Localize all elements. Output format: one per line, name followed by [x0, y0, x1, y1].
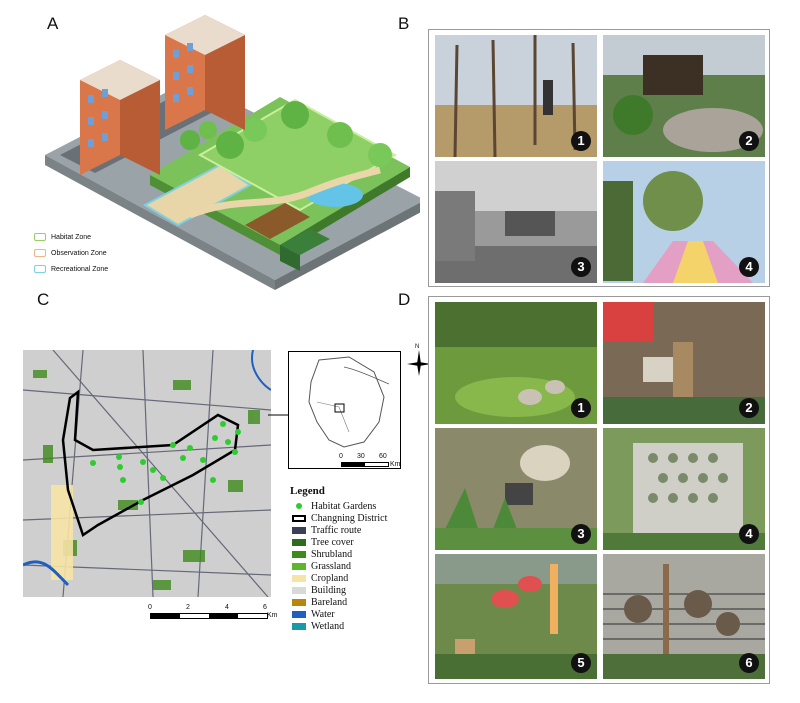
habitat-zone-swatch: [34, 233, 46, 241]
zone-label: Recreational Zone: [51, 265, 109, 273]
legend-label: Building: [311, 584, 347, 596]
zone-key-observation: Observation Zone: [34, 249, 107, 257]
main-scale-tick: 4: [225, 604, 229, 611]
legend-item-wetland: Wetland: [290, 620, 387, 632]
photo-number-badge: 6: [739, 653, 759, 673]
habitat-garden-dot-icon: [296, 503, 302, 509]
legend-swatch: [292, 586, 306, 594]
zone-key-recreational: Recreational Zone: [34, 265, 108, 273]
legend-swatch: [292, 598, 306, 606]
legend-item-water: Water: [290, 608, 387, 620]
photo-number-badge: 3: [571, 524, 591, 544]
legend-label: Bareland: [311, 596, 348, 608]
photo-number-badge: 2: [739, 131, 759, 151]
legend-label: Changning District: [311, 512, 388, 524]
photo-number-badge: 5: [571, 653, 591, 673]
legend-item-shrubland: Shrubland: [290, 548, 387, 560]
legend-item-bareland: Bareland: [290, 596, 387, 608]
legend-swatch: [292, 526, 306, 534]
inset-location-map: 0 30 60 Km: [288, 351, 401, 469]
legend-label: Cropland: [311, 572, 349, 584]
legend-swatch: [292, 574, 306, 582]
inset-scale-bar: [341, 462, 389, 467]
legend-label: Habitat Gardens: [311, 500, 377, 512]
inset-scale-tick: 0: [339, 453, 343, 460]
zone-label: Habitat Zone: [51, 233, 92, 241]
legend-swatch: [292, 622, 306, 630]
main-scale-unit: Km: [267, 612, 278, 619]
photo-d4: 4: [603, 428, 765, 550]
legend-item-traffic: Traffic route: [290, 524, 387, 536]
photo-d1: 1: [435, 302, 597, 424]
recreational-zone-swatch: [34, 265, 46, 273]
legend-swatch: [292, 562, 306, 570]
photo-d3: 3: [435, 428, 597, 550]
photo-number-badge: 1: [571, 131, 591, 151]
legend-label: Water: [311, 608, 335, 620]
legend-item-district: Changning District: [290, 512, 387, 524]
panel-label-c: C: [37, 290, 50, 309]
photo-number-badge: 4: [739, 257, 759, 277]
legend-item-cropland: Cropland: [290, 572, 387, 584]
isometric-garden-illustration: [45, 15, 420, 290]
photo-b4: 4: [603, 161, 765, 283]
north-arrow-icon: N: [407, 344, 431, 376]
north-label: N: [415, 344, 420, 350]
photo-number-badge: 1: [571, 398, 591, 418]
legend-swatch: [292, 538, 306, 546]
legend-item-building: Building: [290, 584, 387, 596]
map-legend: Legend Habitat Gardens Changning Distric…: [290, 485, 387, 632]
panel-label-a: A: [47, 14, 59, 33]
legend-title: Legend: [290, 485, 325, 497]
legend-label: Shrubland: [311, 548, 353, 560]
photo-b3: 3: [435, 161, 597, 283]
legend-item-grassland: Grassland: [290, 560, 387, 572]
legend-item-habitat-gardens: Habitat Gardens: [290, 500, 387, 512]
zone-key-habitat: Habitat Zone: [34, 233, 91, 241]
zone-label: Observation Zone: [51, 249, 107, 257]
main-scale-bar: [150, 613, 268, 619]
photo-d2: 2: [603, 302, 765, 424]
changning-landcover-map: [23, 350, 271, 597]
panel-b-frame: 1 2 3 4: [428, 29, 770, 287]
photo-b2: 2: [603, 35, 765, 157]
legend-label: Grassland: [311, 560, 351, 572]
legend-label: Traffic route: [311, 524, 362, 536]
observation-zone-swatch: [34, 249, 46, 257]
photo-number-badge: 2: [739, 398, 759, 418]
inset-scale-unit: Km: [390, 461, 401, 468]
main-scale-tick: 2: [186, 604, 190, 611]
main-scale-tick: 6: [263, 604, 267, 611]
photo-b1: 1: [435, 35, 597, 157]
photo-number-badge: 3: [571, 257, 591, 277]
legend-label: Tree cover: [311, 536, 354, 548]
legend-swatch: [292, 514, 306, 522]
panel-label-b: B: [398, 14, 410, 33]
photo-number-badge: 4: [739, 524, 759, 544]
legend-label: Wetland: [311, 620, 345, 632]
inset-scale-tick: 60: [379, 453, 387, 460]
legend-swatch: [292, 610, 306, 618]
photo-d6: 6: [603, 554, 765, 679]
main-scale-tick: 0: [148, 604, 152, 611]
legend-item-tree-cover: Tree cover: [290, 536, 387, 548]
photo-d5: 5: [435, 554, 597, 679]
panel-label-d: D: [398, 290, 411, 309]
panel-d-frame: 1 2 3 4 5 6: [428, 296, 770, 684]
inset-scale-tick: 30: [357, 453, 365, 460]
shanghai-outline-map: [308, 356, 390, 448]
legend-swatch: [292, 550, 306, 558]
